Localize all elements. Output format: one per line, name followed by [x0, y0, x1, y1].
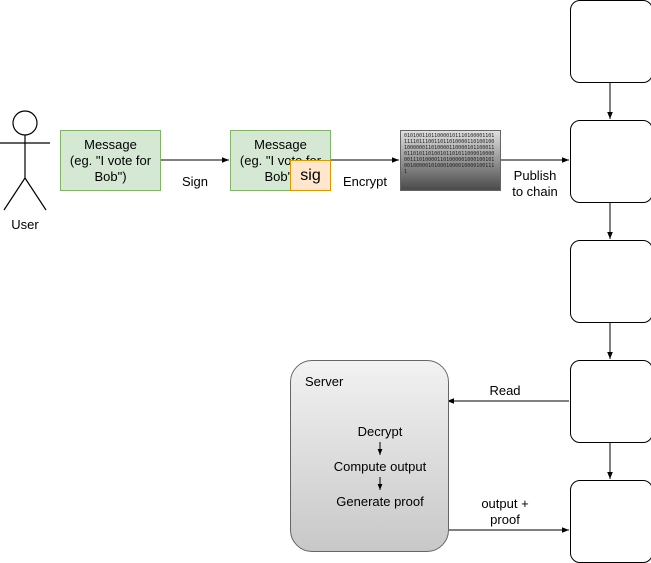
step-generate-proof: Generate proof	[336, 494, 424, 509]
chain-block-1	[570, 0, 651, 83]
signature-badge: sig	[290, 160, 331, 191]
user-label: User	[11, 217, 39, 232]
user-actor-figure	[0, 110, 50, 211]
signature-label: sig	[300, 166, 321, 184]
server-title: Server	[305, 374, 344, 389]
output-proof-label: output + proof	[481, 496, 529, 527]
encrypted-binary-block: 0101001101100001011101000011011111011100…	[400, 130, 501, 191]
chain-block-5	[570, 480, 651, 563]
sign-label: Sign	[181, 174, 209, 189]
step-decrypt: Decrypt	[357, 424, 403, 439]
publish-label: Publish to chain	[512, 168, 558, 199]
chain-block-3	[570, 240, 651, 323]
encrypt-label: Encrypt	[342, 174, 388, 189]
step-compute-output: Compute output	[333, 459, 427, 474]
chain-block-4	[570, 360, 651, 443]
signed-message-text: Message (eg. "I vote for Bob")	[239, 136, 321, 184]
message-box: Message (eg. "I vote for Bob")	[60, 130, 161, 191]
signed-message-box: Message (eg. "I vote for Bob")	[230, 130, 331, 191]
message-text: Message (eg. "I vote for Bob")	[69, 136, 152, 184]
server-container	[290, 360, 449, 552]
read-label: Read	[489, 383, 521, 398]
chain-block-2	[570, 120, 651, 203]
